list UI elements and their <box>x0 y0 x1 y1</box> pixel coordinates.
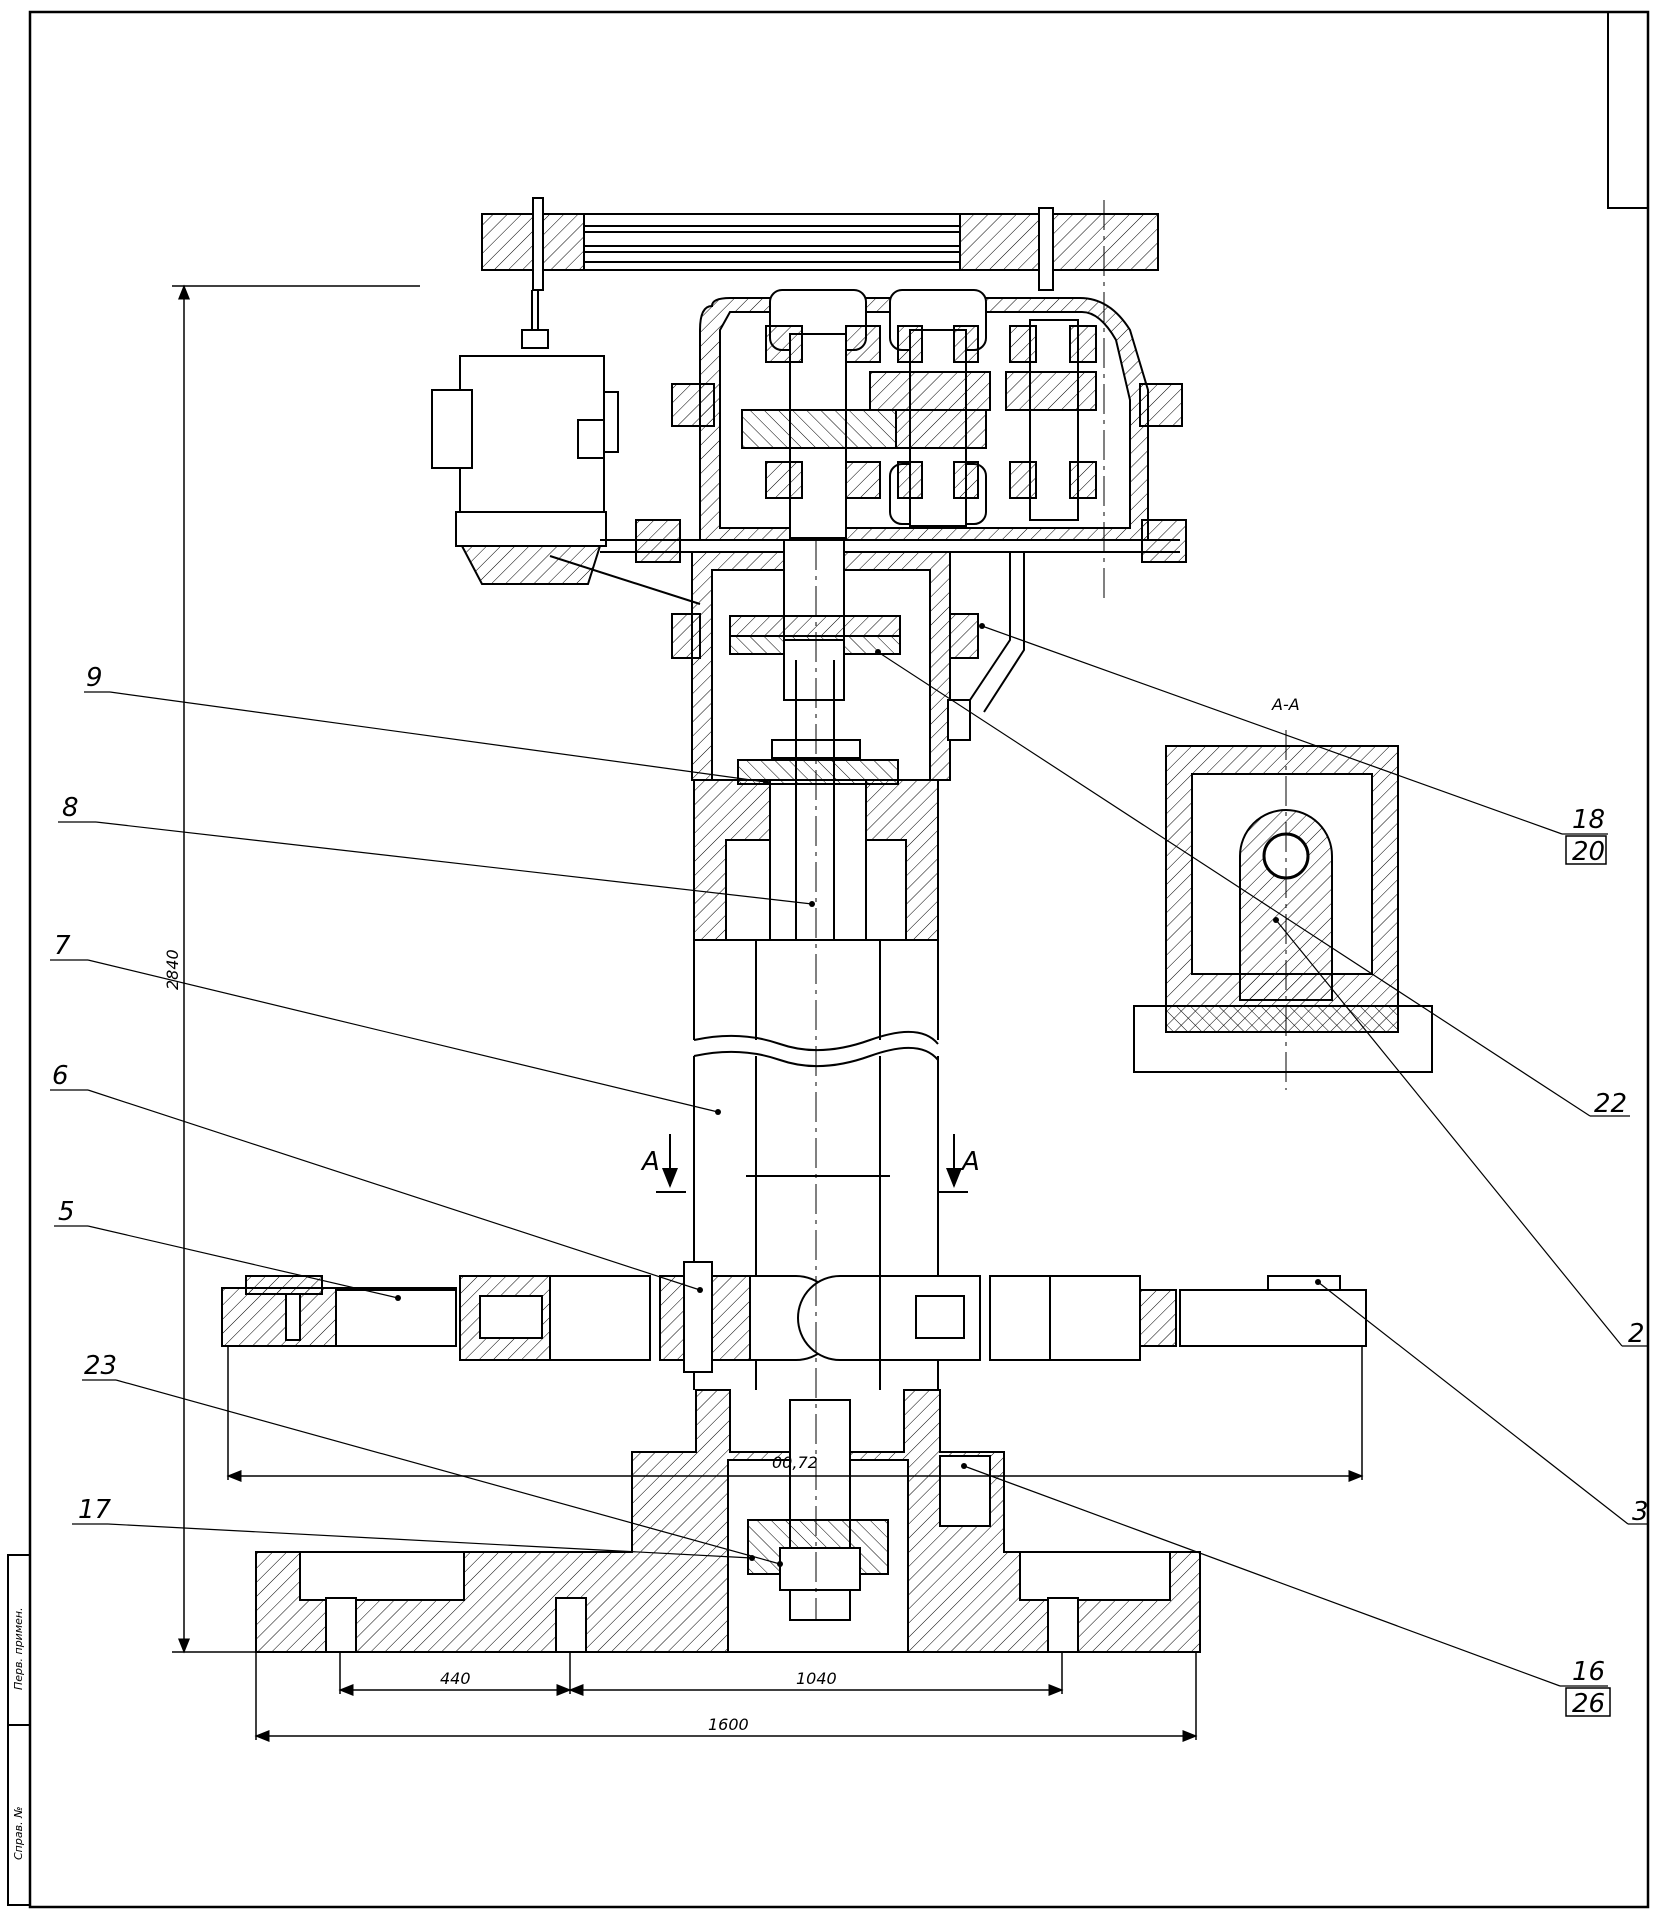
belt-drive <box>481 197 1159 291</box>
callout-26-box <box>1565 1687 1611 1717</box>
section-cut-marks <box>656 1134 968 1193</box>
callout-18: 18 <box>1572 805 1605 835</box>
coupling-housing <box>671 539 1025 781</box>
dimension-mid-width: 1040 <box>796 1669 837 1688</box>
callout-16: 16 <box>1572 1657 1605 1687</box>
center-lines <box>815 200 1287 1620</box>
electric-motor <box>431 290 701 605</box>
dimension-lines <box>172 284 1364 1742</box>
callout-6: 6 <box>52 1061 69 1091</box>
dimension-arms-width: 00,72 <box>772 1453 818 1472</box>
base-plate <box>255 1389 1201 1653</box>
section-a-a-view <box>1133 745 1433 1073</box>
callout-2: 2 <box>1628 1319 1645 1349</box>
callout-5: 5 <box>58 1197 75 1227</box>
dimension-overall-width: 1600 <box>708 1715 749 1734</box>
callout-22: 22 <box>1594 1089 1627 1119</box>
callout-17: 17 <box>78 1495 112 1525</box>
dimension-small-width: 440 <box>440 1669 471 1688</box>
crossbar-arms <box>221 1261 1367 1373</box>
callout-3: 3 <box>1632 1497 1649 1527</box>
callout-8: 8 <box>62 793 79 823</box>
callout-23: 23 <box>84 1351 117 1381</box>
callout-9: 9 <box>86 663 103 693</box>
callout-20: 20 <box>1572 837 1605 867</box>
section-mark-left: A <box>640 1147 660 1177</box>
gearbox-housing <box>600 289 1187 563</box>
side-label-first-use: Перв. примен. <box>12 1607 25 1690</box>
callout-20-box <box>1565 835 1607 865</box>
dimension-height: 2840 <box>163 949 182 990</box>
side-title-block <box>7 1554 31 1906</box>
callout-26: 26 <box>1572 1689 1605 1719</box>
drawing-frame <box>28 10 1650 1909</box>
section-mark-right: A <box>960 1147 980 1177</box>
callout-7: 7 <box>54 931 71 961</box>
side-label-reference-number: Справ. № <box>12 1806 25 1860</box>
leader-lines <box>50 623 1648 1687</box>
section-title: A-A <box>1271 695 1300 714</box>
